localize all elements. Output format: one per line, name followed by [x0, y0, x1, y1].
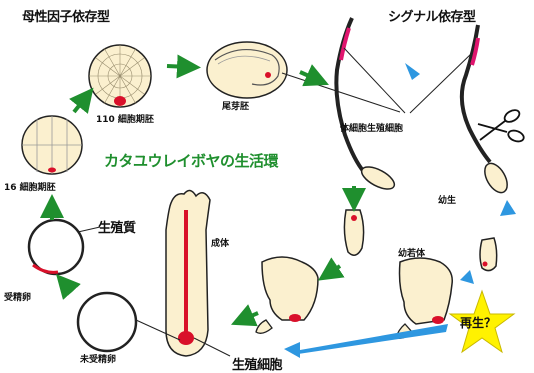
fertilized-egg [29, 220, 83, 274]
label-juvenile: 幼若体 [398, 246, 425, 259]
label-germ-plasm: 生殖質 [98, 217, 136, 236]
label-adult: 成体 [211, 236, 229, 249]
label-young: 幼生 [438, 193, 456, 206]
label-tailbud: 尾芽胚 [222, 99, 249, 112]
label-life-cycle-title: カタユウレイボヤの生活環 [104, 150, 278, 171]
scissors-icon [478, 108, 525, 144]
label-regeneration: 再生？ [460, 314, 496, 331]
somatic-germ-leaders [282, 48, 472, 113]
label-germ-cells: 生殖細胞 [232, 354, 282, 373]
label-16-cell: 16 細胞期胚 [4, 180, 56, 193]
unfertilized-egg [78, 293, 136, 351]
juvenile-mid-left [256, 257, 318, 333]
adult-ascidian [166, 190, 210, 356]
embryo-tailbud [207, 42, 287, 98]
larva-2 [462, 25, 512, 196]
label-maternal-dependent: 母性因子依存型 [22, 6, 110, 25]
juvenile-small-2 [480, 238, 497, 271]
embryo-110-cell [89, 45, 151, 107]
embryo-16-cell [22, 116, 82, 174]
label-somatic-germ: 体細胞生殖細胞 [340, 121, 403, 134]
juvenile-small-1 [344, 210, 363, 255]
label-signal-dependent: シグナル依存型 [388, 6, 476, 25]
label-110-cell: 110 細胞期胚 [96, 112, 154, 125]
label-fertilized-egg: 受精卵 [4, 290, 31, 303]
label-unfertilized-egg: 未受精卵 [80, 352, 116, 365]
larva-1 [336, 18, 397, 194]
